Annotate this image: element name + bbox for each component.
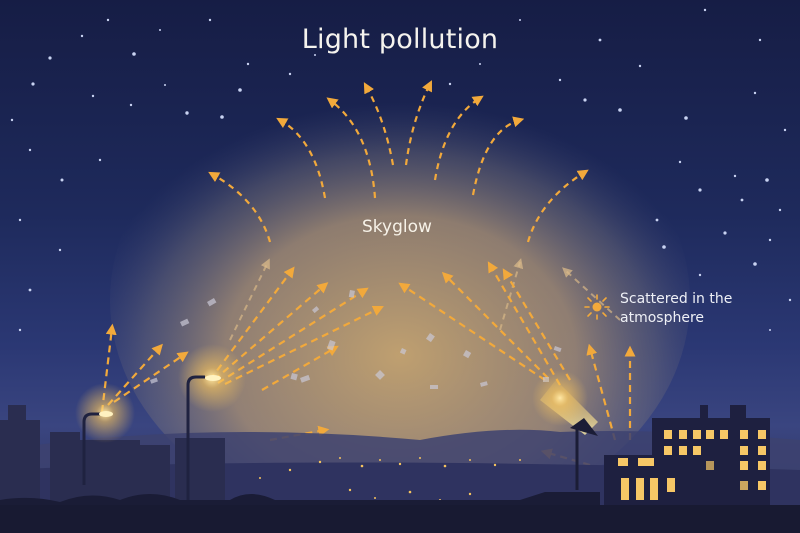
scattered-particles	[150, 290, 562, 389]
stars	[10, 8, 792, 332]
city-lights	[259, 457, 521, 503]
scattered-label: Scattered in the atmosphere	[620, 291, 733, 326]
street-lamp-left	[75, 383, 135, 485]
skyglow-label: Skyglow	[362, 217, 432, 237]
page-title: Light pollution	[301, 24, 499, 55]
floodlight	[532, 370, 598, 490]
foreground-ground	[0, 505, 800, 533]
skyglow-upward-arrows	[208, 80, 589, 243]
sun-scatter-icon	[584, 294, 610, 320]
faded-reflected-arrows	[229, 258, 621, 341]
street-lamp-center	[178, 344, 246, 500]
